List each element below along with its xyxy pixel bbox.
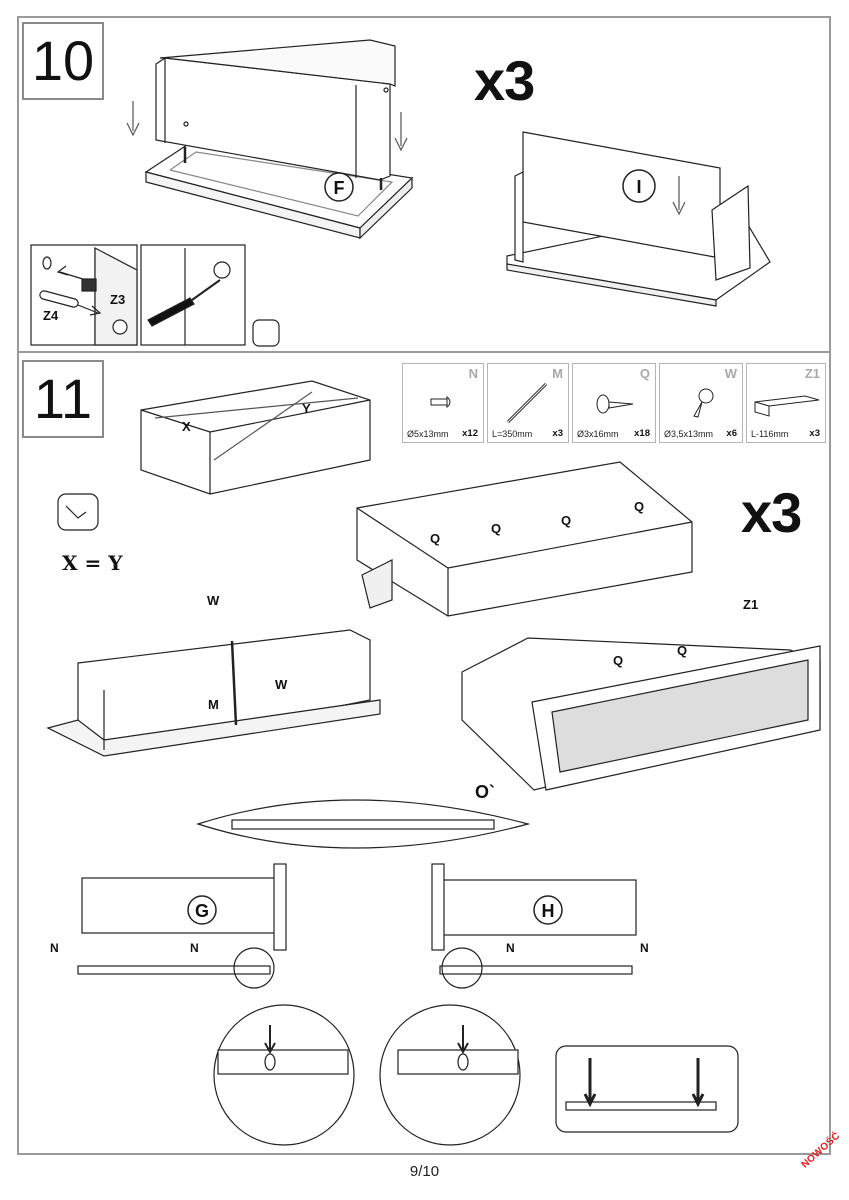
hardware-z1-qty: x3 <box>809 428 820 439</box>
hardware-m-spec: L=350mm <box>492 429 533 439</box>
diagonal-equation: X = Y <box>62 551 123 575</box>
z1-label: Z1 <box>743 597 758 612</box>
panel-f-callout <box>324 172 354 202</box>
hardware-w: W Ø3,5x13mm x6 <box>659 363 743 443</box>
hardware-m-code: M <box>552 366 563 381</box>
hardware-n-code: N <box>468 366 478 381</box>
step-10-number: 10 <box>22 22 104 100</box>
hardware-z1: Z1 L-116mm x3 <box>746 363 826 443</box>
hardware-n-qty: x12 <box>462 428 478 439</box>
hardware-n-spec: Ø5x13mm <box>407 429 449 439</box>
panel-f-label: F <box>334 178 345 198</box>
rail-o-label: O` <box>475 782 495 802</box>
q-label-5: Q <box>613 653 623 668</box>
q-label-2: Q <box>491 521 501 536</box>
m-label: M <box>208 697 219 712</box>
w-label-2: W <box>275 677 288 692</box>
hardware-w-code: W <box>724 366 737 381</box>
q-label-4: Q <box>634 499 644 514</box>
q-label-6: Q <box>677 643 687 658</box>
step-11-multiplier: x3 <box>741 481 802 544</box>
hardware-w-spec: Ø3,5x13mm <box>664 429 714 439</box>
diagonal-x-label: X <box>182 419 191 434</box>
step-10-multiplier: x3 <box>474 49 535 112</box>
panel-h-label: H <box>542 901 555 921</box>
n-label-3: N <box>506 941 515 955</box>
page-number: 9/10 <box>409 1163 440 1180</box>
n-label-2: N <box>190 941 199 955</box>
hardware-w-qty: x6 <box>726 428 737 439</box>
page-frame <box>17 16 831 1155</box>
step-divider <box>17 351 831 353</box>
z3-label: Z3 <box>110 292 125 307</box>
panel-i-callout <box>622 169 656 203</box>
n-label-4: N <box>640 941 649 955</box>
hardware-q-qty: x18 <box>634 428 650 439</box>
hardware-m: M L=350mm x3 <box>487 363 569 443</box>
hardware-q: Q Ø3x16mm x18 <box>572 363 656 443</box>
hardware-q-code: Q <box>639 366 650 381</box>
hardware-z1-code: Z1 <box>804 366 820 381</box>
panel-g-label: G <box>195 901 209 921</box>
w-label-1: W <box>207 593 220 608</box>
step-11-number: 11 <box>22 360 104 438</box>
z4-label: Z4 <box>43 308 59 323</box>
hardware-q-spec: Ø3x16mm <box>577 429 619 439</box>
q-label-3: Q <box>561 513 571 528</box>
panel-i-label: I <box>636 177 641 197</box>
hardware-n: N Ø5x13mm x12 <box>402 363 484 443</box>
q-label-1: Q <box>430 531 440 546</box>
n-label-1: N <box>50 941 59 955</box>
hardware-m-qty: x3 <box>552 428 563 439</box>
diagonal-y-label: Y <box>302 401 311 416</box>
hardware-z1-spec: L-116mm <box>751 429 789 439</box>
